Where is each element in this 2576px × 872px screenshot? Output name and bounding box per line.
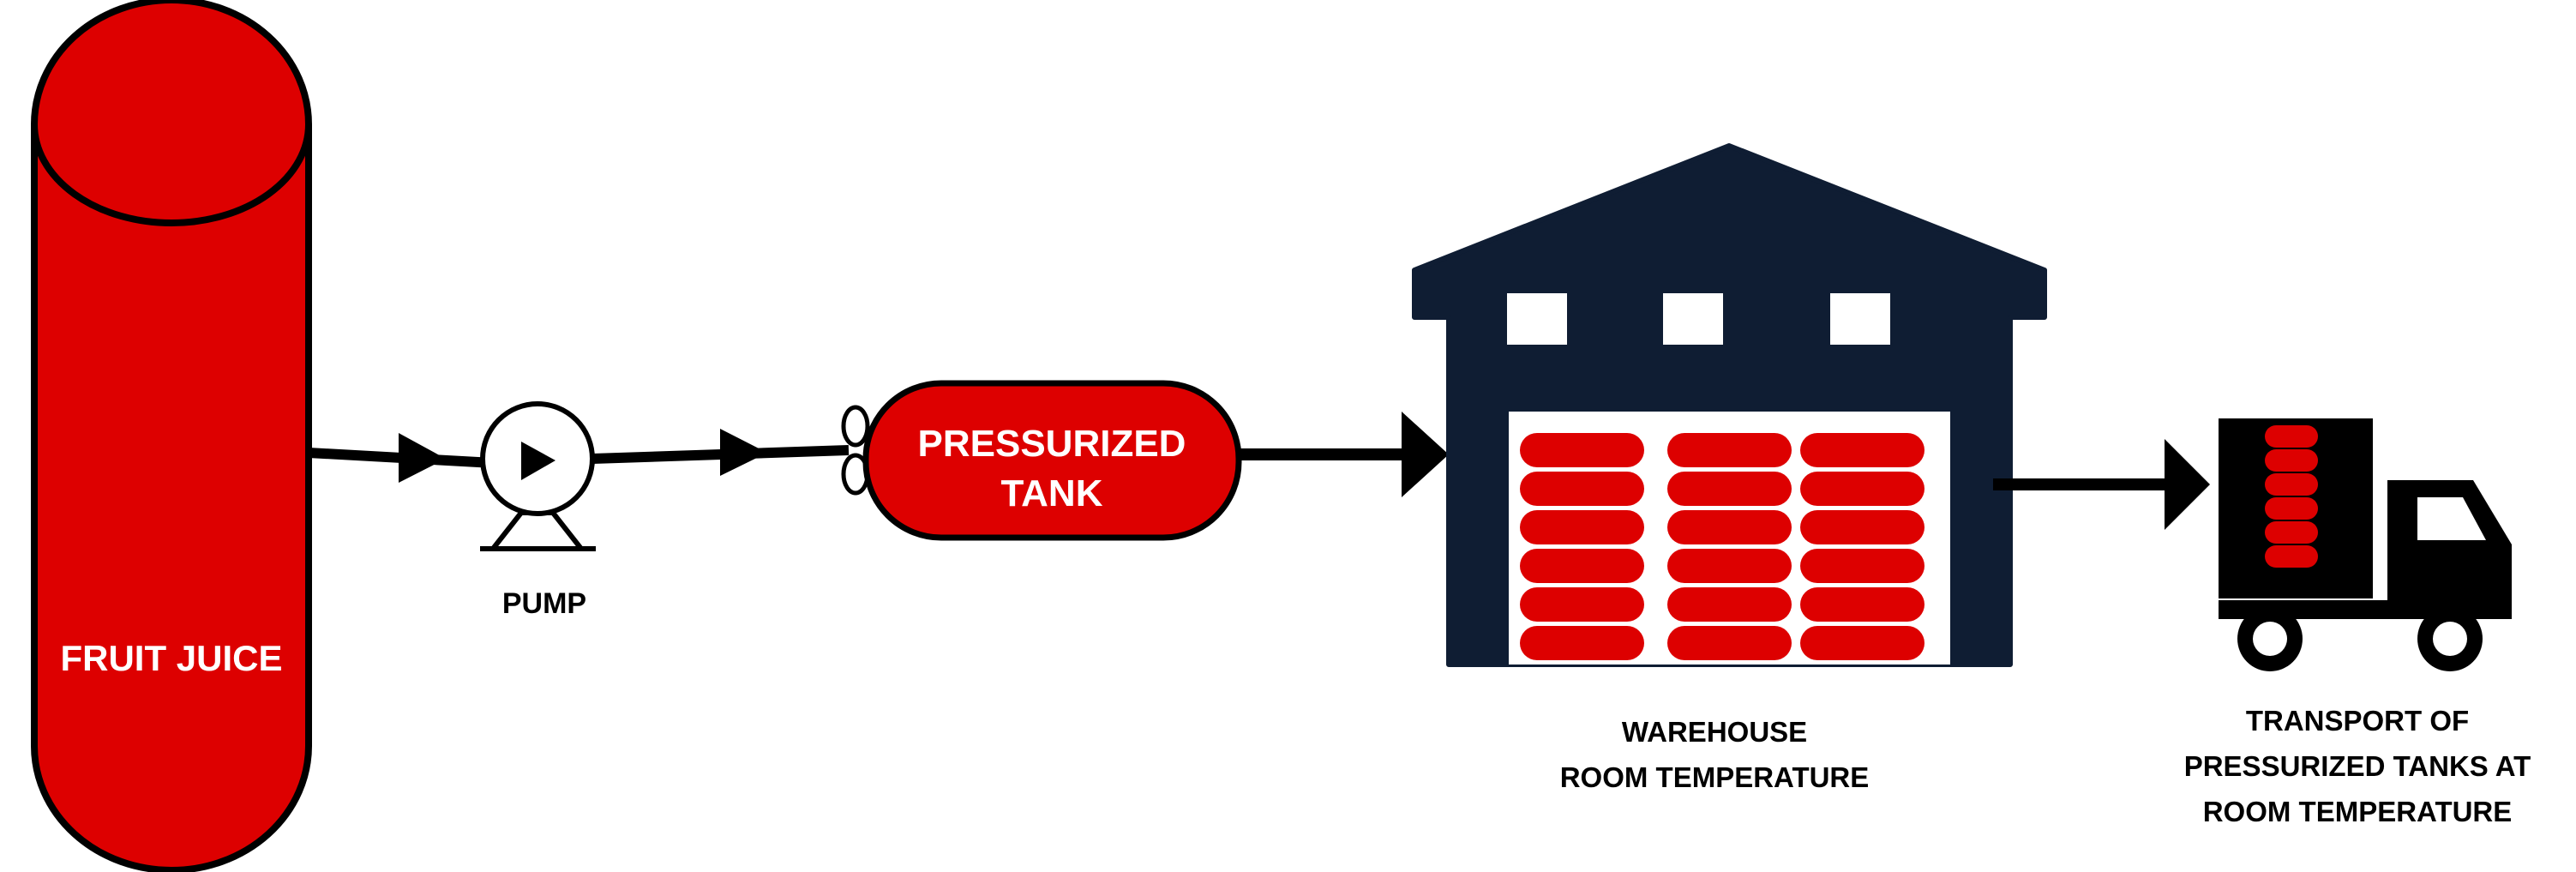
warehouse-icon	[1412, 143, 2047, 667]
fruit-juice-label: FRUIT JUICE	[60, 638, 282, 678]
transport-label-line3: ROOM TEMPERATURE	[2203, 796, 2513, 827]
transport-label-line2: PRESSURIZED TANKS AT	[2184, 750, 2531, 782]
pump-label: PUMP	[502, 587, 586, 620]
pump-icon	[480, 401, 596, 551]
pressurized-tank-label-line1: PRESSURIZED	[918, 423, 1186, 465]
flow-arrow-icon	[2165, 439, 2210, 530]
warehouse: WAREHOUSE ROOM TEMPERATURE	[1412, 143, 2047, 793]
fruit-juice-tank: FRUIT JUICE	[31, 0, 312, 872]
arrow-warehouse-to-truck	[1993, 439, 2210, 530]
flow-arrow-icon	[399, 433, 446, 483]
warehouse-label-line2: ROOM TEMPERATURE	[1560, 761, 1870, 793]
pressurized-tank: PRESSURIZED TANK	[862, 380, 1242, 541]
pipe-pump-to-tank	[591, 405, 870, 496]
delivery-truck-icon	[2219, 418, 2512, 671]
warehouse-label-line1: WAREHOUSE	[1622, 716, 1807, 748]
flow-arrow-icon	[1402, 412, 1449, 497]
pump: PUMP	[480, 401, 596, 620]
transport-label-line1: TRANSPORT OF	[2246, 705, 2469, 737]
arrow-tank-to-warehouse	[1239, 412, 1449, 497]
storage-tank-icon	[31, 0, 312, 872]
flow-arrow-icon	[720, 429, 767, 476]
pressurized-tank-label-line2: TANK	[1001, 472, 1103, 514]
transport-truck: TRANSPORT OF PRESSURIZED TANKS AT ROOM T…	[2184, 418, 2531, 827]
valve-fitting	[841, 405, 870, 496]
truck-tank-stack	[2265, 425, 2318, 568]
